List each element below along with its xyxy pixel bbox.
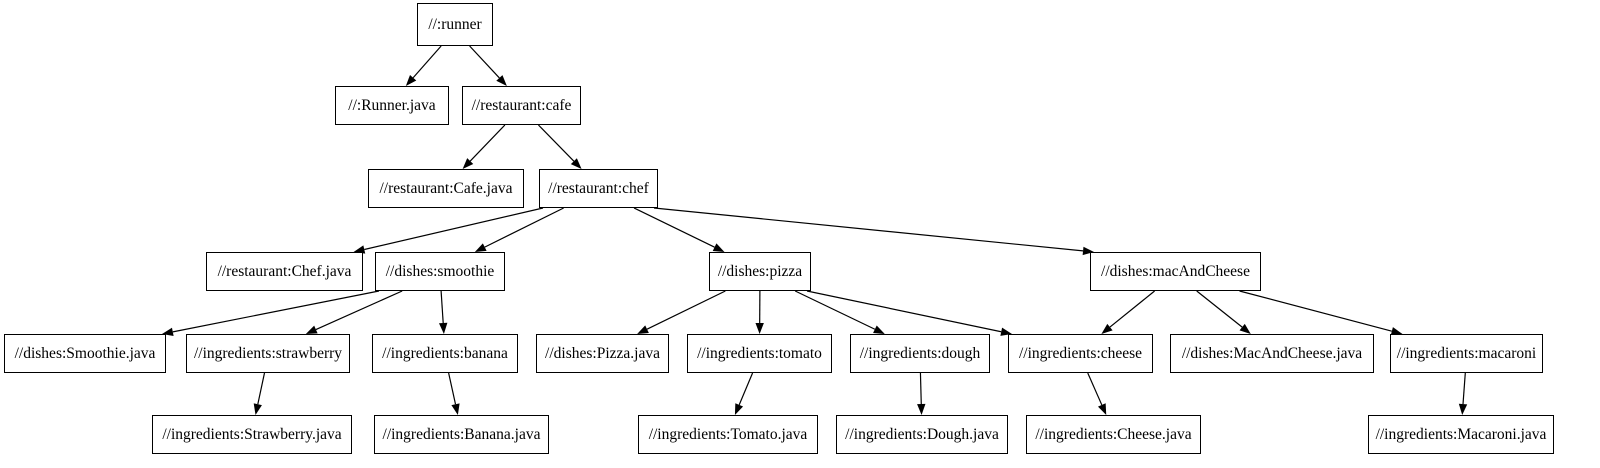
graph-node-label: //restaurant:chef (548, 179, 649, 197)
graph-edge-ing_tomato-to-tomato_java (734, 372, 754, 415)
graph-node-banana_java[interactable]: //ingredients:Banana.java (374, 415, 549, 454)
graph-node-runner_java[interactable]: //:Runner.java (335, 86, 449, 125)
arrowhead-icon (451, 403, 460, 415)
graph-node-chef_java[interactable]: //restaurant:Chef.java (206, 252, 363, 291)
graph-edge-dishes_pizza-to-ing_tomato (755, 290, 764, 334)
graph-node-label: //ingredients:cheese (1018, 344, 1143, 362)
arrowhead-icon (474, 243, 487, 252)
graph-node-cafe_java[interactable]: //restaurant:Cafe.java (368, 169, 524, 208)
arrowhead-icon (917, 403, 926, 415)
graph-node-pizza_java[interactable]: //dishes:Pizza.java (536, 334, 669, 373)
graph-node-restaurant_chef[interactable]: //restaurant:chef (539, 169, 658, 208)
graph-node-dishes_smoothie[interactable]: //dishes:smoothie (375, 252, 505, 291)
arrowhead-icon (462, 158, 474, 169)
graph-node-label: //ingredients:tomato (697, 344, 822, 362)
graph-node-label: //ingredients:Tomato.java (648, 425, 808, 443)
graph-node-dough_java[interactable]: //ingredients:Dough.java (836, 415, 1008, 454)
graph-node-label: //ingredients:Dough.java (845, 425, 999, 443)
graph-node-label: //:runner (428, 15, 482, 33)
graph-edge-dishes_pizza-to-ing_dough (794, 290, 885, 334)
graph-node-label: //dishes:MacAndCheese.java (1181, 344, 1363, 362)
graph-edge-dishes_pizza-to-pizza_java (637, 290, 726, 334)
graph-node-ing_dough[interactable]: //ingredients:dough (850, 334, 990, 373)
graph-edge-restaurant_chef-to-dishes_smoothie (474, 207, 564, 252)
graph-edge-dishes_smoothie-to-smoothie_java (162, 290, 380, 336)
graph-node-macandcheese_java[interactable]: //dishes:MacAndCheese.java (1170, 334, 1374, 373)
graph-node-label: //ingredients:banana (382, 344, 508, 362)
graph-node-ing_strawberry[interactable]: //ingredients:strawberry (186, 334, 350, 373)
arrowhead-icon (637, 325, 649, 334)
graph-edge-restaurant_chef-to-chef_java (353, 207, 544, 254)
graph-node-ing_macaroni[interactable]: //ingredients:macaroni (1390, 334, 1543, 373)
arrowhead-icon (1097, 403, 1107, 415)
graph-edge-ing_strawberry-to-strawberry_java (253, 372, 266, 415)
graph-node-cheese_java[interactable]: //ingredients:Cheese.java (1026, 415, 1201, 454)
graph-edge-restaurant_cafe-to-restaurant_chef (538, 124, 582, 169)
graph-node-label: //ingredients:macaroni (1396, 344, 1537, 362)
arrowhead-icon (1239, 323, 1251, 334)
graph-node-ing_banana[interactable]: //ingredients:banana (372, 334, 518, 373)
graph-edge-restaurant_chef-to-dishes_pizza (633, 207, 725, 252)
graph-node-label: //dishes:pizza (717, 262, 803, 280)
graph-node-ing_cheese[interactable]: //ingredients:cheese (1008, 334, 1153, 373)
graph-edge-ing_dough-to-dough_java (917, 372, 926, 415)
graph-node-label: //restaurant:Cafe.java (379, 179, 513, 197)
graph-edge-dishes_smoothie-to-ing_strawberry (305, 290, 403, 334)
graph-edge-dishes_macandchs-to-ing_cheese (1101, 290, 1155, 334)
graph-node-ing_tomato[interactable]: //ingredients:tomato (687, 334, 832, 373)
arrowhead-icon (712, 243, 725, 252)
graph-edge-dishes_macandchs-to-ing_macaroni (1239, 290, 1403, 336)
graph-edge-dishes_pizza-to-ing_cheese (806, 290, 1012, 336)
graph-node-label: //ingredients:Strawberry.java (162, 425, 342, 443)
arrowhead-icon (496, 75, 507, 86)
graph-node-label: //dishes:macAndCheese (1101, 262, 1250, 280)
graph-edge-ing_cheese-to-cheese_java (1087, 372, 1107, 415)
graph-node-runner[interactable]: //:runner (417, 3, 493, 46)
graph-node-dishes_macandchs[interactable]: //dishes:macAndCheese (1090, 252, 1261, 291)
arrowhead-icon (438, 322, 448, 334)
graph-node-label: //dishes:Pizza.java (545, 344, 660, 362)
arrowhead-icon (305, 325, 318, 334)
graph-node-smoothie_java[interactable]: //dishes:Smoothie.java (4, 334, 166, 373)
graph-node-label: //dishes:Smoothie.java (14, 344, 156, 362)
graph-node-tomato_java[interactable]: //ingredients:Tomato.java (638, 415, 818, 454)
arrowhead-icon (755, 322, 764, 334)
graph-node-label: //:Runner.java (348, 96, 436, 114)
graph-edge-ing_banana-to-banana_java (448, 372, 460, 415)
graph-node-label: //ingredients:Banana.java (382, 425, 541, 443)
graph-node-label: //dishes:smoothie (385, 262, 495, 280)
arrowhead-icon (405, 74, 417, 86)
graph-node-macaroni_java[interactable]: //ingredients:Macaroni.java (1368, 415, 1554, 454)
graph-edge-dishes_smoothie-to-ing_banana (438, 290, 448, 334)
arrowhead-icon (1101, 323, 1113, 334)
graph-node-label: //ingredients:dough (859, 344, 981, 362)
graph-node-dishes_pizza[interactable]: //dishes:pizza (709, 252, 811, 291)
arrowhead-icon (570, 158, 582, 169)
arrowhead-icon (873, 325, 885, 334)
graph-node-label: //ingredients:Macaroni.java (1375, 425, 1547, 443)
graph-edge-runner-to-restaurant_cafe (469, 45, 507, 86)
graph-node-restaurant_cafe[interactable]: //restaurant:cafe (462, 86, 581, 125)
graph-edge-runner-to-runner_java (405, 45, 442, 86)
graph-node-label: //restaurant:Chef.java (217, 262, 352, 280)
graph-edge-dishes_macandchs-to-macandcheese_java (1196, 290, 1251, 334)
graph-node-strawberry_java[interactable]: //ingredients:Strawberry.java (152, 415, 352, 454)
graph-edge-restaurant_chef-to-dishes_macandchs (653, 207, 1094, 256)
arrowhead-icon (253, 403, 262, 415)
graph-edge-ing_macaroni-to-macaroni_java (1458, 372, 1468, 415)
arrowhead-icon (1458, 403, 1468, 415)
graph-edge-restaurant_cafe-to-cafe_java (462, 124, 506, 169)
graph-node-label: //ingredients:Cheese.java (1035, 425, 1192, 443)
graph-node-label: //restaurant:cafe (471, 96, 572, 114)
graph-node-label: //ingredients:strawberry (193, 344, 343, 362)
arrowhead-icon (734, 403, 744, 415)
